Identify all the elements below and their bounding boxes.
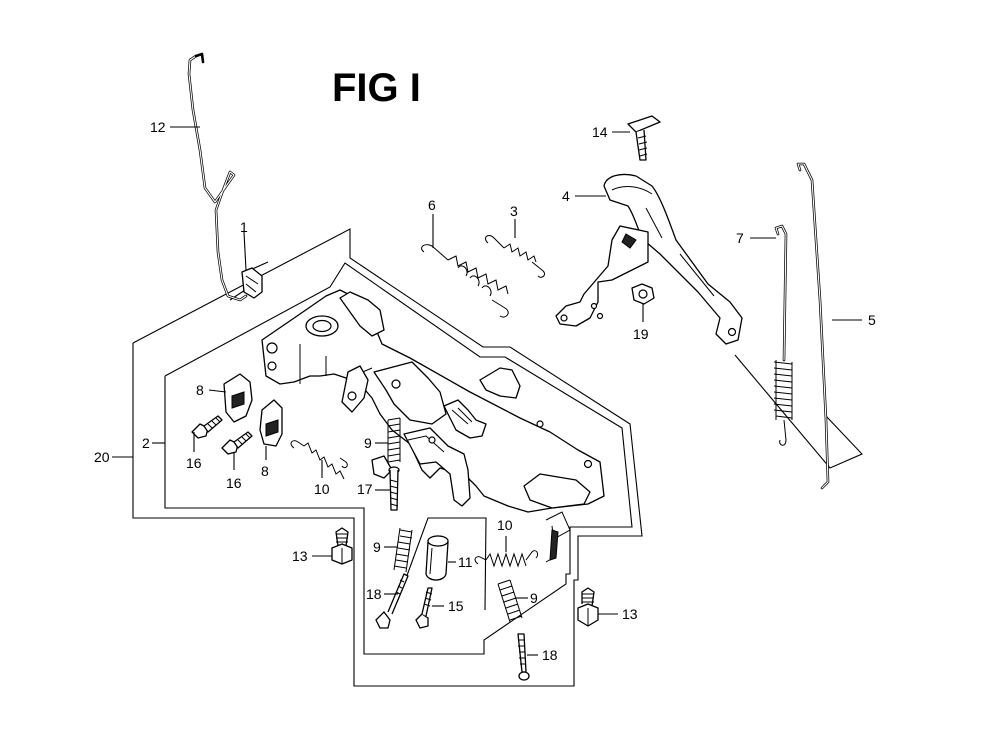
callout-4: 4 — [562, 188, 570, 204]
callout-13-right: 13 — [622, 606, 638, 622]
assembly-outline-20 — [132, 228, 643, 687]
part-16-screw-upper — [191, 415, 223, 439]
callout-15: 15 — [448, 598, 464, 614]
part-14-knob — [627, 115, 661, 161]
callout-12: 12 — [150, 119, 166, 135]
callout-20: 20 — [94, 449, 110, 465]
callout-10-right: 10 — [497, 517, 513, 533]
part-12-throttle-rod — [187, 52, 248, 302]
callout-7: 7 — [736, 230, 744, 246]
part-3-spring — [485, 235, 545, 278]
part-9-spring-middle — [393, 527, 413, 573]
part-13-bolt-right — [577, 587, 599, 627]
part-9-spring-top — [387, 417, 401, 464]
part-11-sleeve — [425, 535, 449, 581]
callout-8-upper: 8 — [196, 382, 204, 398]
callout-14: 14 — [592, 124, 608, 140]
callout-labels: 12 1 6 3 14 4 7 5 19 8 8 16 16 10 9 17 2… — [94, 119, 876, 663]
part-9-spring-lower — [497, 579, 523, 623]
part-10-spring-right — [474, 550, 539, 568]
callout-1: 1 — [240, 219, 248, 235]
callout-17: 17 — [357, 481, 373, 497]
leader-lines — [112, 126, 862, 656]
callout-16-upper: 16 — [186, 455, 202, 471]
assembly-outline-2 — [164, 262, 633, 655]
callout-3: 3 — [510, 203, 518, 219]
callout-8-lower: 8 — [261, 463, 269, 479]
callout-18-right: 18 — [542, 647, 558, 663]
part-13-bolt-left — [331, 527, 353, 565]
part-19-nut — [631, 283, 655, 305]
part-5-choke-rod — [796, 162, 830, 490]
part-16-screw-lower — [221, 431, 253, 455]
callout-18-left: 18 — [366, 586, 382, 602]
part-2-control-base-plate — [261, 289, 605, 563]
callout-19: 19 — [633, 326, 649, 342]
part-1-rod-clip — [241, 267, 263, 299]
part-7-spring — [773, 224, 793, 446]
figure-title: FIG I — [332, 66, 421, 110]
part-17-bolt — [388, 466, 400, 511]
part-8-clamp-upper — [223, 373, 253, 423]
callout-16-lower: 16 — [226, 475, 242, 491]
callout-10-left: 10 — [314, 481, 330, 497]
part-8-clamp-lower — [259, 399, 283, 447]
part-6-spring — [421, 244, 509, 318]
part-4-control-lever — [555, 173, 743, 345]
callout-9-middle: 9 — [373, 539, 381, 555]
part-10-spring-left — [290, 440, 348, 480]
part-15-screw — [415, 587, 433, 629]
callout-6: 6 — [428, 197, 436, 213]
callout-5: 5 — [868, 312, 876, 328]
callout-9-top: 9 — [364, 435, 372, 451]
callout-13-left: 13 — [292, 548, 308, 564]
part-18-bolt-right — [517, 633, 530, 681]
assembly-outline-5 — [734, 354, 863, 469]
callout-9-lower: 9 — [530, 590, 538, 606]
callout-2: 2 — [142, 435, 150, 451]
callout-11: 11 — [458, 554, 473, 570]
